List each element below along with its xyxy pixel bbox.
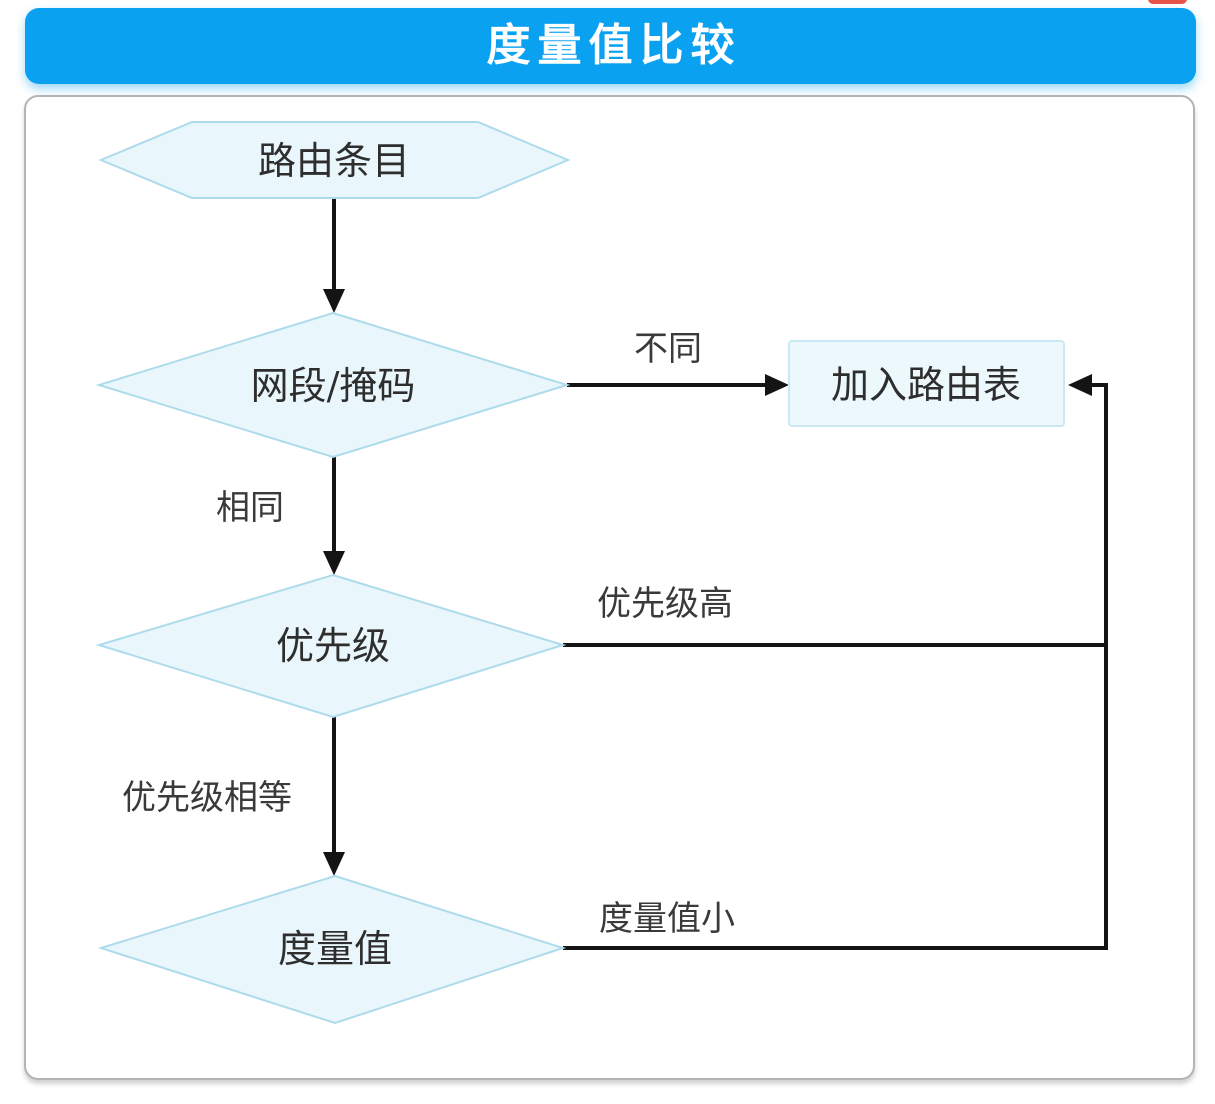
start-node-label: 路由条目 — [258, 139, 410, 183]
result-node-rect — [788, 340, 1065, 427]
decision-priority-label: 优先级 — [276, 624, 390, 668]
decision-metric-label: 度量值 — [278, 927, 392, 971]
decision-priority-diamond — [95, 573, 567, 719]
decision-network-label: 网段/掩码 — [251, 364, 416, 408]
decision-metric-diamond — [97, 874, 567, 1025]
edge-label-priority-equal: 优先级相等 — [122, 778, 292, 818]
edge-label-priority-high: 优先级高 — [597, 584, 733, 624]
clipped-red-badge — [1148, 0, 1187, 4]
title-bar: 度量值比较 — [25, 8, 1196, 84]
page-title: 度量值比较 — [486, 20, 742, 71]
edge-label-different: 不同 — [634, 329, 702, 369]
edge-label-same: 相同 — [216, 488, 284, 528]
arrowhead-trunk-to-result — [1068, 374, 1092, 396]
arrowhead-network-to-result — [765, 374, 789, 396]
arrowhead-start-to-network — [323, 289, 345, 313]
decision-network-diamond — [95, 311, 571, 459]
start-node-hexagon — [98, 121, 571, 199]
edge-metric-return-trunk — [563, 383, 1108, 950]
edge-label-metric-small: 度量值小 — [599, 899, 735, 939]
arrowhead-network-to-priority — [323, 551, 345, 575]
arrowhead-priority-to-metric — [323, 852, 345, 876]
result-node-label: 加入路由表 — [831, 363, 1021, 407]
